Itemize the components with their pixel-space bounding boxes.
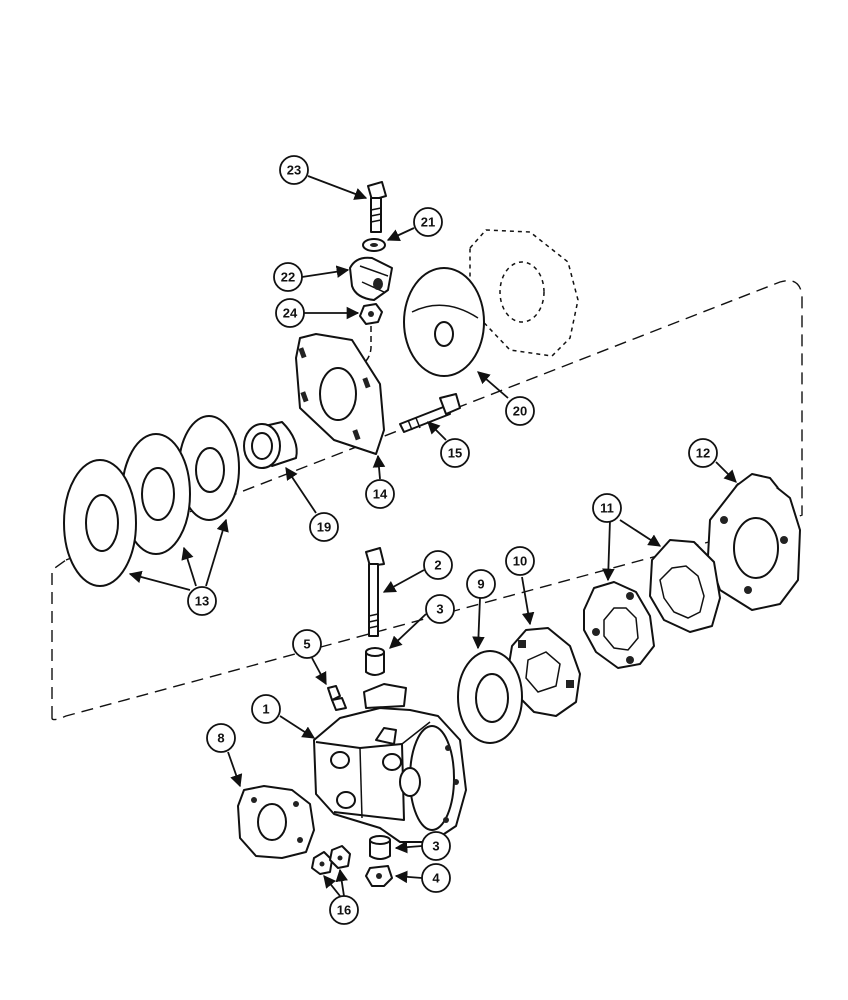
svg-text:11: 11 [600, 501, 614, 516]
part-1-differential-housing [313, 683, 467, 843]
svg-text:23: 23 [287, 163, 301, 178]
part-22-clamp [349, 256, 393, 301]
callout-19: 19 [309, 512, 339, 542]
leader-lines [128, 175, 737, 897]
part-20-washer [403, 267, 485, 377]
svg-text:9: 9 [477, 577, 484, 592]
callout-5: 5 [292, 629, 322, 659]
svg-text:15: 15 [448, 446, 462, 461]
callout-4: 4 [421, 863, 451, 893]
svg-text:10: 10 [513, 554, 527, 569]
callout-16: 16 [329, 895, 359, 925]
callout-2: 2 [423, 550, 453, 580]
callout-3-upper: 3 [425, 594, 455, 624]
svg-text:12: 12 [696, 446, 710, 461]
part-12-housing [707, 473, 801, 611]
callout-23: 23 [279, 155, 309, 185]
callout-12: 12 [688, 438, 718, 468]
part-23-bolt [367, 181, 387, 233]
svg-text:1: 1 [262, 702, 269, 717]
part-3-spacer-upper [365, 647, 385, 676]
callout-11: 11 [592, 493, 622, 523]
callout-14: 14 [365, 479, 395, 509]
part-9-washer [457, 650, 523, 744]
assembly-group-outline [51, 279, 803, 721]
svg-text:8: 8 [217, 731, 224, 746]
callout-20: 20 [505, 396, 535, 426]
part-10-coupling [507, 627, 581, 717]
part-8-carrier-half [237, 785, 315, 859]
callout-9: 9 [466, 569, 496, 599]
svg-text:2: 2 [434, 558, 441, 573]
callout-10: 10 [505, 546, 535, 576]
callout-13: 13 [187, 586, 217, 616]
svg-text:5: 5 [303, 637, 310, 652]
part-16-nuts [311, 845, 351, 875]
svg-text:19: 19 [317, 520, 331, 535]
part-5-grease-fitting [327, 685, 347, 711]
callout-24: 24 [275, 298, 305, 328]
callout-21: 21 [413, 207, 443, 237]
svg-text:16: 16 [337, 903, 351, 918]
part-11-clutch-discs [583, 539, 721, 669]
svg-text:22: 22 [281, 270, 295, 285]
callout-3-lower: 3 [421, 831, 451, 861]
part-2-bolt [365, 547, 385, 637]
svg-text:13: 13 [195, 594, 209, 609]
callout-15: 15 [440, 438, 470, 468]
callout-8: 8 [206, 723, 236, 753]
svg-text:3: 3 [436, 602, 443, 617]
callout-22: 22 [273, 262, 303, 292]
part-13-washers [63, 415, 240, 587]
part-19-bushing [243, 421, 298, 469]
part-14-plate [295, 333, 385, 455]
svg-text:3: 3 [432, 839, 439, 854]
part-3-spacer-lower [369, 835, 391, 860]
svg-text:14: 14 [373, 487, 388, 502]
svg-text:4: 4 [432, 871, 440, 886]
part-ghost-plate [469, 229, 579, 357]
part-15-bolt [399, 393, 461, 433]
part-21-washer [362, 238, 386, 252]
svg-text:20: 20 [513, 404, 527, 419]
part-4-nut [365, 865, 393, 887]
callout-1: 1 [251, 694, 281, 724]
svg-text:21: 21 [421, 215, 435, 230]
svg-text:24: 24 [283, 306, 298, 321]
